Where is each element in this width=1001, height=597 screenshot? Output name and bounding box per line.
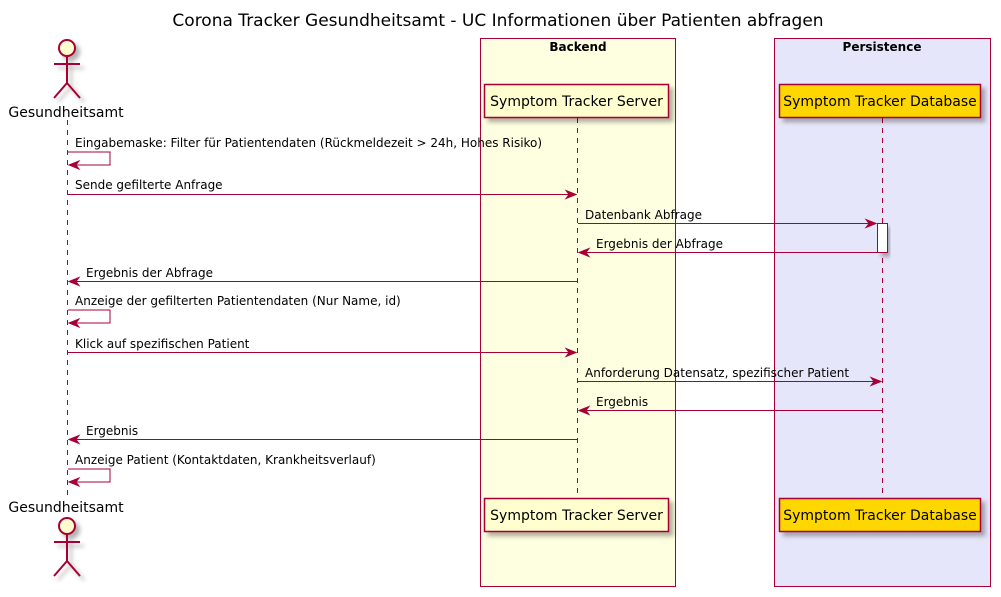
diagram-title: Corona Tracker Gesundheitsamt - UC Infor…: [172, 11, 823, 31]
arrowhead-6: [67, 317, 81, 329]
arrowhead-9: [577, 405, 591, 416]
database-participant-bottom: [778, 497, 982, 533]
message-label-6: Anzeige der gefilterten Patientendaten (…: [75, 294, 401, 308]
arrowhead-7: [564, 347, 578, 358]
arrowhead-1: [67, 159, 81, 171]
database-activation-bar: [877, 223, 888, 253]
persistence-box-title: Persistence: [843, 40, 922, 54]
actor-bottom: [53, 517, 81, 577]
actor-label-bottom: Gesundheitsamt: [8, 500, 124, 516]
message-label-5: Ergebnis der Abfrage: [86, 266, 213, 280]
actor-head-icon: [58, 39, 76, 57]
actor-head-icon: [58, 517, 76, 535]
server-label-top: Symptom Tracker Server: [490, 94, 663, 110]
message-label-3: Datenbank Abfrage: [585, 208, 702, 222]
message-label-2: Sende gefilterte Anfrage: [75, 178, 223, 192]
server-participant-bottom: [483, 497, 670, 533]
message-arrow-6: [68, 309, 111, 324]
database-label-bottom: Symptom Tracker Database: [783, 508, 977, 524]
message-label-11: Anzeige Patient (Kontaktdaten, Krankheit…: [75, 453, 376, 467]
message-label-4: Ergebnis der Abfrage: [596, 237, 723, 251]
actor-label-top: Gesundheitsamt: [8, 105, 124, 121]
database-label-top: Symptom Tracker Database: [783, 94, 977, 110]
server-label-bottom: Symptom Tracker Server: [490, 508, 663, 524]
arrowhead-5: [67, 276, 81, 287]
message-label-7: Klick auf spezifischen Patient: [75, 337, 250, 351]
actor-top: [53, 39, 81, 99]
message-arrow-1: [68, 151, 111, 166]
message-label-1: Eingabemaske: Filter für Patientendaten …: [75, 136, 542, 150]
arrowhead-2: [564, 189, 578, 200]
arrowhead-8: [869, 376, 883, 387]
server-participant-top: [483, 83, 670, 119]
arrowhead-3: [864, 218, 878, 229]
message-label-10: Ergebnis: [86, 424, 138, 438]
message-label-8: Anforderung Datensatz, spezifischer Pati…: [585, 366, 849, 380]
message-arrow-11: [68, 468, 111, 483]
backend-box-title: Backend: [549, 40, 606, 54]
arrowhead-11: [67, 476, 81, 488]
arrowhead-10: [67, 434, 81, 445]
message-label-9: Ergebnis: [596, 395, 648, 409]
database-participant-top: [778, 83, 982, 119]
arrowhead-4: [577, 247, 591, 258]
